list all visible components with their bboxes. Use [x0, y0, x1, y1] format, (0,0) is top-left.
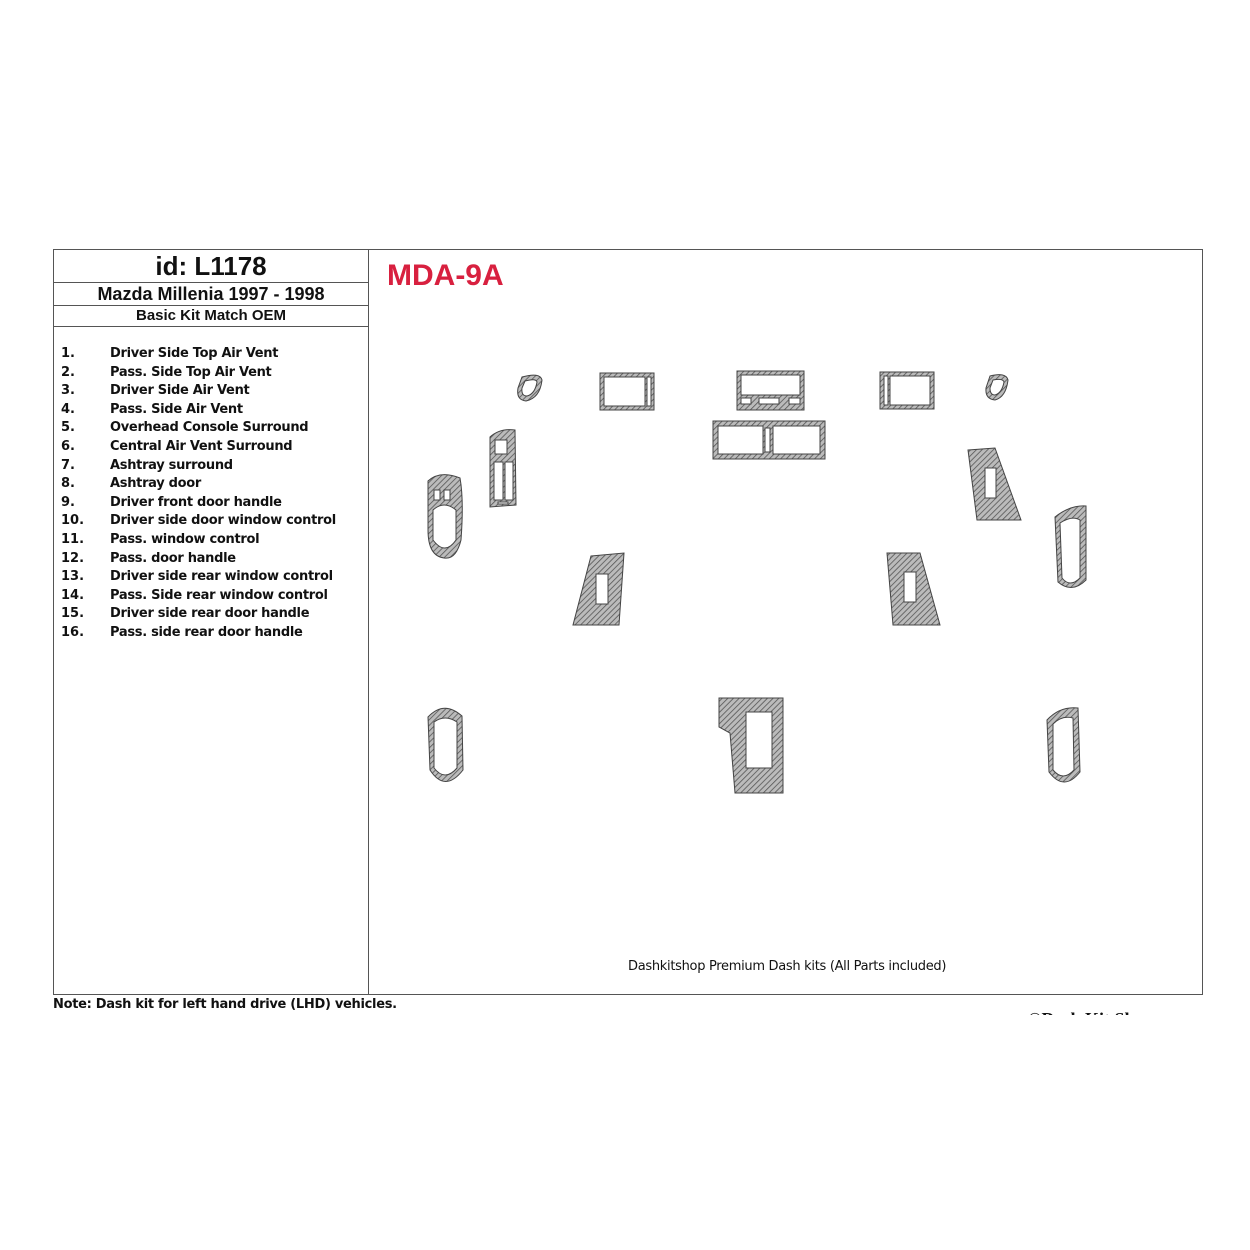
item-number: 14.: [61, 587, 85, 603]
kit-id: id: L1178: [54, 250, 368, 283]
vehicle-model: Mazda Millenia 1997 - 1998: [54, 283, 368, 306]
item-label: Central Air Vent Surround: [110, 438, 293, 454]
item-label: Driver front door handle: [110, 494, 282, 510]
part-driver-rear-door-handle: [427, 707, 464, 782]
item-label: Driver side rear window control: [110, 569, 333, 585]
item-number: 6.: [61, 438, 75, 454]
item-label: Pass. window control: [110, 531, 260, 547]
item-label: Driver Side Top Air Vent: [110, 346, 279, 361]
part-driver-door-window-control: [489, 429, 517, 508]
part-driver-top-air-vent: [517, 374, 543, 402]
part-central-air-vent-surround: [712, 420, 826, 460]
item-number: 7.: [61, 457, 75, 473]
part-pass-side-air-vent: [879, 371, 935, 410]
item-number: 9.: [61, 494, 75, 510]
kit-code: MDA-9A: [387, 259, 504, 292]
part-driver-front-door-handle: [427, 474, 463, 559]
item-label: Driver side door window control: [110, 513, 336, 529]
item-number: 15.: [61, 606, 85, 622]
part-pass-rear-window-control: [886, 552, 941, 626]
part-pass-top-air-vent: [985, 374, 1009, 401]
part-pass-rear-door-handle: [1046, 707, 1081, 783]
item-label: Pass. Side Top Air Vent: [110, 364, 272, 380]
part-pass-door-handle: [1054, 505, 1087, 588]
footer-text: Dashkitshop Premium Dash kits (All Parts…: [628, 959, 947, 974]
part-driver-rear-window-control: [572, 552, 625, 626]
item-number: 2.: [61, 364, 75, 380]
part-pass-window-control: [967, 447, 1022, 521]
item-label: Driver Side Air Vent: [110, 383, 250, 399]
item-label: Driver side rear door handle: [110, 606, 310, 622]
item-label: Overhead Console Surround: [110, 420, 309, 436]
item-number: 16.: [61, 624, 85, 640]
part-ashtray-surround: [718, 697, 784, 794]
parts-panel: id: L1178 Mazda Millenia 1997 - 1998 Bas…: [54, 250, 369, 994]
item-number: 10.: [61, 513, 85, 529]
part-driver-side-air-vent: [599, 372, 655, 411]
item-number: 12.: [61, 550, 85, 566]
item-label: Pass. Side Air Vent: [110, 401, 243, 417]
item-label: Ashtray surround: [110, 457, 233, 473]
item-number: 13.: [61, 569, 85, 585]
item-label: Pass. side rear door handle: [110, 624, 303, 640]
kit-sheet: id: L1178 Mazda Millenia 1997 - 1998 Bas…: [53, 249, 1203, 995]
item-label: Ashtray door: [110, 476, 202, 492]
item-label: Pass. Side rear window control: [110, 587, 328, 603]
item-number: 8.: [61, 476, 75, 492]
item-number: 4.: [61, 401, 75, 417]
kit-type: Basic Kit Match OEM: [54, 306, 368, 327]
brand-watermark: ©Dash Kit Shop: [1028, 1007, 1178, 1015]
item-number: 5.: [61, 420, 75, 436]
item-label: Pass. door handle: [110, 550, 236, 566]
item-number: 11.: [61, 531, 85, 547]
item-number: 3.: [61, 383, 75, 399]
lhd-note: Note: Dash kit for left hand drive (LHD)…: [53, 997, 397, 1012]
part-overhead-console-surround: [736, 370, 805, 411]
item-number: 1.: [61, 346, 75, 361]
